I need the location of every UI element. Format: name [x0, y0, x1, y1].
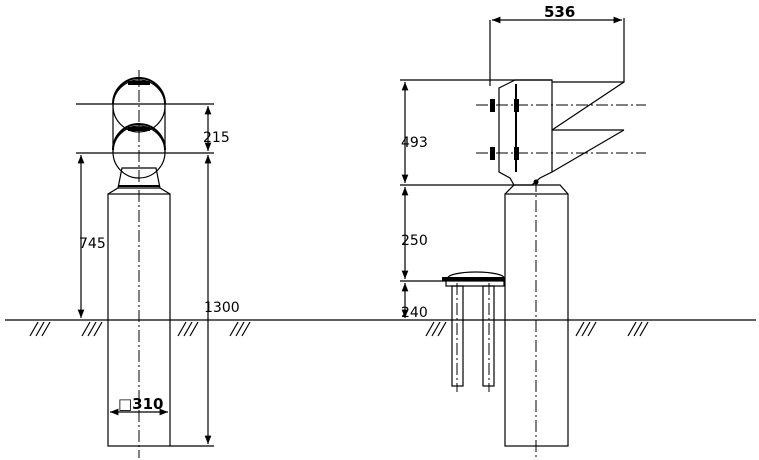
dim-label-745: 745	[79, 236, 106, 252]
right-hood	[552, 18, 625, 83]
dim-label-240: 240	[401, 305, 428, 321]
dim-label-250: 250	[401, 233, 428, 249]
left-signal	[107, 70, 171, 458]
dim-label-1300: 1300	[204, 300, 240, 316]
right-dwarf-lamp	[442, 271, 505, 392]
right-signal-head	[498, 79, 553, 186]
dim-label-493: 493	[401, 135, 428, 151]
left-collar	[107, 187, 171, 195]
dim-label-536: 536	[544, 3, 575, 21]
dim-label-215: 215	[203, 130, 230, 146]
right-signal	[442, 18, 646, 458]
dim-label-310: □310	[118, 395, 163, 413]
ground-hatching	[29, 321, 649, 337]
